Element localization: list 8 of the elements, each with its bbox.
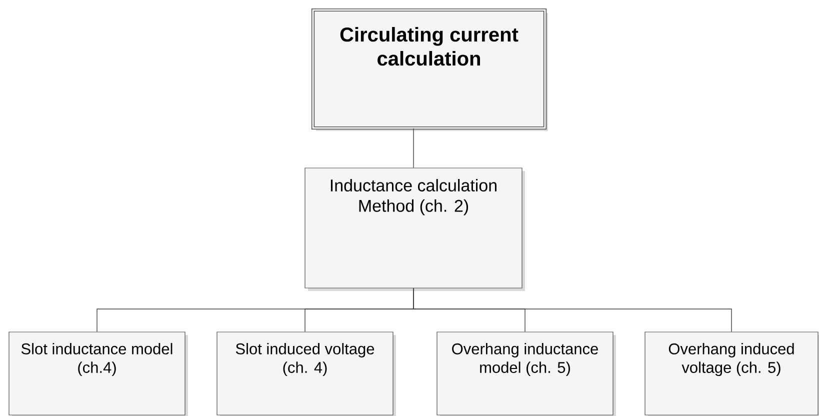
process-box: Slot inductance model (ch.4) bbox=[8, 332, 186, 416]
process-box: Inductance calculation Method (ch. 2) bbox=[304, 168, 522, 288]
process-box: Slot induced voltage (ch. 4) bbox=[216, 332, 394, 416]
connector-line bbox=[413, 128, 414, 168]
process-box: Overhang induced voltage (ch. 5) bbox=[644, 332, 818, 416]
title-box: Circulating current calculation bbox=[311, 8, 547, 130]
connector-line bbox=[413, 288, 732, 332]
process-box: Overhang inductance model (ch. 5) bbox=[436, 332, 614, 416]
